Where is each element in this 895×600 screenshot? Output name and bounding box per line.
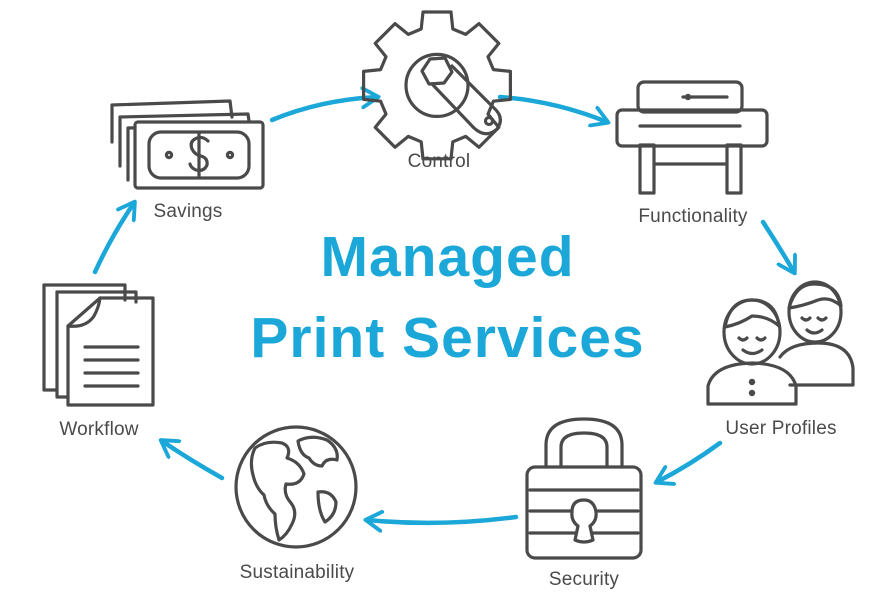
arrow-workflow-to-savings <box>92 203 134 275</box>
printer-icon <box>615 80 769 195</box>
title-line-2: Print Services <box>250 306 645 370</box>
globe-icon <box>234 425 358 549</box>
label-functionality: Functionality <box>638 206 748 227</box>
title-line-1: Managed <box>320 225 575 289</box>
label-savings: Savings <box>153 201 223 222</box>
label-workflow: Workflow <box>59 419 139 440</box>
arrow-functionality-to-userprofiles <box>760 219 794 272</box>
label-security: Security <box>548 569 620 590</box>
gear-wrench-icon <box>362 10 512 161</box>
users-icon <box>706 280 855 406</box>
arrow-sustainability-to-workflow <box>162 441 225 481</box>
arrow-control-to-functionality <box>497 94 607 122</box>
documents-icon <box>42 283 155 407</box>
arrow-userprofiles-to-security <box>657 440 723 482</box>
label-user-profiles: User Profiles <box>725 418 837 439</box>
padlock-icon <box>525 417 643 560</box>
money-icon <box>110 99 265 190</box>
arrow-security-to-sustainability <box>367 517 519 523</box>
label-sustainability: Sustainability <box>239 562 355 583</box>
arrow-savings-to-control <box>269 97 377 123</box>
label-control: Control <box>407 151 471 172</box>
